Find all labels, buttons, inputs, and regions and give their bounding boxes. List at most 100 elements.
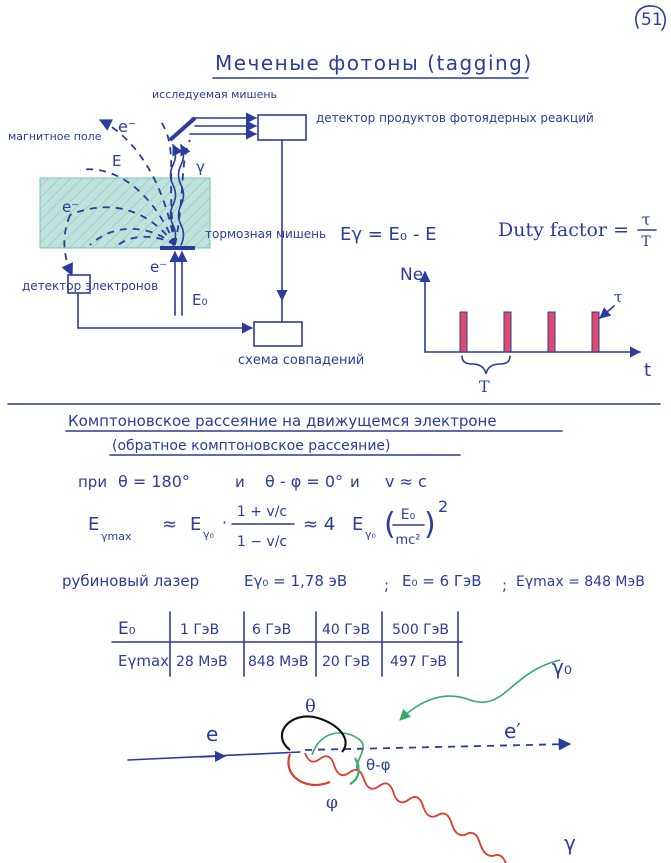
compton-title: Комптоновское рассеяние на движущемся эл… [68, 412, 497, 430]
laser-sep-2: ; [502, 576, 507, 594]
period-label: T [479, 377, 490, 396]
electron-detector-box [67, 274, 91, 294]
incoming-photon-line [399, 659, 561, 721]
electron-path-7 [174, 139, 191, 246]
incoming-photon-label: γ₀ [552, 655, 572, 679]
scattered-energy-label: E [112, 152, 121, 170]
cond-and-2: и [350, 473, 360, 491]
conditions-line: при θ = 180° и θ - φ = 0° и v ≈ c [78, 472, 427, 491]
page-number: 51 [641, 10, 663, 30]
ratio-num: E₀ [401, 507, 416, 523]
approx-2: ≈ 4 [303, 514, 335, 535]
pulse-y-label: Ne [400, 265, 423, 285]
laser-label: рубиновый лазер [62, 572, 199, 590]
eg0-main: E [190, 514, 201, 535]
compton-subtitle: (обратное комптоновское рассеяние) [112, 438, 391, 454]
eg0b-sub: γ₀ [365, 528, 377, 541]
tagging-diagram: исследуемая мишень детектор продуктов фо… [8, 88, 594, 368]
energy-table: E₀ Eγmax 1 ГэВ 6 ГэВ 40 ГэВ 500 ГэВ 28 М… [111, 611, 463, 677]
theta-minus-phi-label: θ-φ [366, 756, 391, 774]
phi-arc [287, 753, 331, 787]
scattering-diagram: e e′ γ₀ γ θ φ θ-φ [127, 655, 576, 863]
laser-eg0: Eγ₀ = 1,78 эВ [244, 572, 347, 590]
laser-sep-1: ; [384, 576, 389, 594]
electron-label-top: e⁻ [118, 117, 136, 136]
electron-path-3 [69, 206, 176, 246]
frac-num: 1 + v/c [237, 504, 287, 520]
page-number-badge: 51 [635, 5, 666, 31]
electron-path-to-detector [61, 214, 73, 277]
egmax-main: E [88, 514, 99, 535]
electron-outgoing-line [304, 737, 572, 751]
table-row-label-0: E₀ [118, 619, 136, 639]
scattered-photon-wave [304, 752, 519, 863]
electron-path-1 [98, 119, 176, 246]
photon-label: γ [196, 158, 205, 176]
table-cell: 6 ГэВ [252, 622, 291, 638]
laser-e0: E₀ = 6 ГэВ [402, 572, 482, 590]
pulse-bar [591, 311, 600, 353]
phi-label: φ [326, 793, 338, 813]
table-cell: 20 ГэВ [322, 654, 370, 670]
eg0-sub: γ₀ [203, 528, 215, 541]
egmax-sub: γmax [101, 530, 132, 543]
energy-formula: Eγ = E₀ - E [340, 224, 436, 245]
bremsstrahlung-label: тормозная мишень [205, 227, 326, 241]
table-cell: 28 МэВ [176, 654, 228, 670]
period-brace [461, 355, 511, 375]
electron-path-2 [79, 168, 176, 246]
pulse-bar [459, 311, 468, 353]
pulse-bars [459, 311, 600, 353]
photon-wave-2 [177, 143, 191, 246]
coincidence-label: схема совпадений [238, 353, 364, 368]
table-cell: 848 МэВ [248, 654, 309, 670]
pulse-bar [547, 311, 556, 353]
tau-label: τ [614, 288, 622, 306]
table-cell: 500 ГэВ [392, 622, 449, 638]
paren-open: ( [384, 507, 396, 542]
photon-wave-1 [169, 143, 183, 246]
laser-line: рубиновый лазер Eγ₀ = 1,78 эВ ; E₀ = 6 Г… [62, 572, 645, 594]
electron-detector-label: детектор электронов [22, 279, 158, 293]
electron-label-bottom: e⁻ [150, 258, 167, 276]
coincidence-box [253, 321, 303, 347]
pulse-plot: Ne t τ T [400, 265, 651, 396]
page-title: Меченые фотоны (tagging) [215, 51, 533, 75]
magnetic-field-label: магнитное поле [8, 130, 102, 143]
cond-v: v ≈ c [385, 472, 427, 491]
electron-path-5 [114, 235, 176, 249]
duty-factor-T: T [641, 234, 651, 250]
formula-dot: · [222, 513, 227, 532]
product-detector-box [257, 114, 307, 141]
theta-label: θ [305, 696, 316, 717]
table-cell: 40 ГэВ [322, 622, 370, 638]
duty-factor-tau: τ [642, 210, 651, 229]
product-detector-label: детектор продуктов фотоядерных реакций [316, 111, 594, 125]
theta-arc [280, 715, 347, 753]
pulse-bar [503, 311, 512, 353]
compton-formula: E γmax ≈ E γ₀ · 1 + v/c 1 − v/c ≈ 4 E γ₀… [88, 497, 448, 550]
cond-pri: при [78, 473, 107, 491]
electron-path-4 [89, 228, 176, 246]
paren-close: ) [424, 507, 436, 542]
studied-target [168, 116, 197, 142]
tau-pointer [599, 305, 615, 319]
cond-and-1: и [235, 473, 245, 491]
electron-label-field: e⁻ [62, 198, 79, 216]
laser-egmax: Eγmax = 848 МэВ [516, 574, 645, 590]
approx-1: ≈ [162, 514, 177, 535]
theta-minus-phi-arc [349, 757, 360, 785]
studied-target-label: исследуемая мишень [152, 88, 277, 101]
ratio-den: mc² [395, 533, 420, 548]
eg0b-main: E [352, 514, 363, 535]
scattered-photon-label: γ [564, 831, 576, 855]
table-cell: 1 ГэВ [180, 622, 219, 638]
electron-incoming-arrow [199, 750, 227, 762]
beam-energy-label: E₀ [192, 291, 208, 309]
frac-den: 1 − v/c [237, 534, 287, 550]
electron-out-label: e′ [504, 719, 521, 743]
electron-in-label: e [206, 722, 218, 746]
cond-theta: θ = 180° [118, 472, 190, 491]
